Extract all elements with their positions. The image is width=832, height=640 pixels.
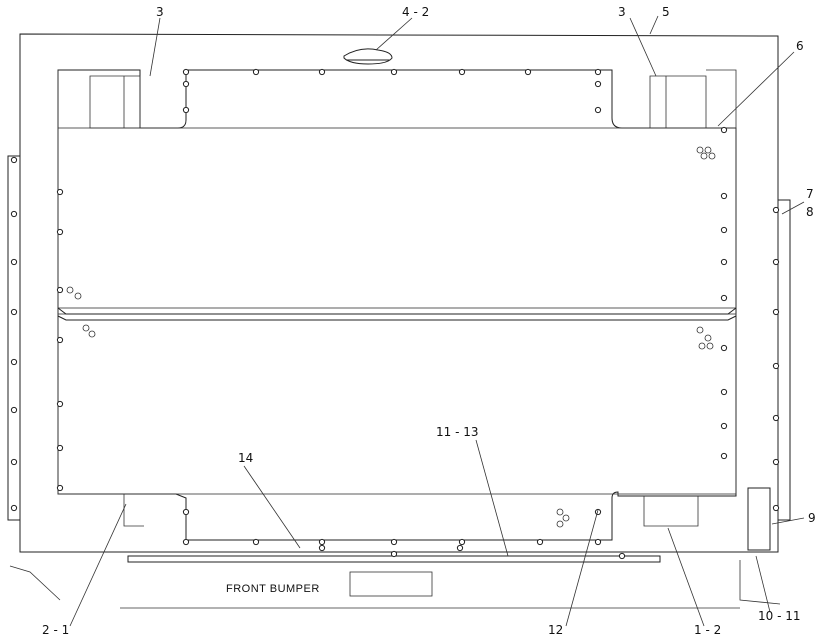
upper-panel	[57, 127, 737, 309]
bolt-icon	[56, 400, 64, 408]
hatch-upper-right	[696, 146, 716, 160]
bolt-icon	[56, 336, 64, 344]
callout-9: 9	[808, 511, 816, 525]
callout-1-2: 1 - 2	[694, 623, 721, 637]
callout-14: 14	[238, 451, 253, 465]
bolt-icon	[720, 452, 728, 460]
center-seam	[57, 307, 737, 321]
bolt-icon	[594, 538, 602, 546]
callout-7: 7	[806, 187, 814, 201]
bolt-icon	[10, 458, 18, 466]
bolt-icon	[772, 414, 780, 422]
leader-lines	[69, 15, 805, 627]
ground-line	[9, 560, 781, 609]
bolt-icon	[458, 68, 466, 76]
callout-12: 12	[548, 623, 563, 637]
callout-6: 6	[796, 39, 804, 53]
bolt-icon	[772, 206, 780, 214]
bolt-icon	[318, 544, 326, 552]
bolt-icon	[56, 228, 64, 236]
bolt-icon	[720, 226, 728, 234]
bolt-icon	[252, 68, 260, 76]
bolt-icon	[182, 80, 190, 88]
bumper-bar	[127, 555, 661, 563]
bumper-plate	[349, 571, 433, 597]
inner-opening-corners	[57, 69, 737, 494]
bolt-icon	[772, 258, 780, 266]
lower-panel	[57, 313, 737, 495]
inner-opening	[57, 69, 737, 541]
bolt-icon	[10, 406, 18, 414]
callout-4-2: 4 - 2	[402, 5, 429, 19]
right-side-rail	[777, 199, 791, 521]
bolt-icon	[182, 106, 190, 114]
callout-10-11: 10 - 11	[758, 609, 801, 623]
gusset-right	[649, 75, 707, 129]
callout-8: 8	[806, 205, 814, 219]
bolt-icon	[594, 80, 602, 88]
bolt-icon	[720, 126, 728, 134]
bolt-icon	[456, 544, 464, 552]
bolt-icon	[318, 68, 326, 76]
hatch-center-left	[66, 286, 96, 338]
bolt-icon	[182, 538, 190, 546]
hatch-lower	[556, 508, 570, 528]
bolt-icon	[56, 286, 64, 294]
bolt-icon	[56, 484, 64, 492]
bolt-icon	[594, 106, 602, 114]
left-side-rail	[7, 155, 21, 521]
bolt-icon	[10, 358, 18, 366]
bolt-icon	[10, 156, 18, 164]
lower-left-bracket	[123, 494, 144, 527]
right-bottom-bracket	[747, 487, 771, 551]
gusset-left	[89, 75, 141, 129]
bolt-icon	[56, 188, 64, 196]
hatch-right-mid	[696, 326, 714, 350]
bolt-icon	[536, 538, 544, 546]
bolt-icon	[252, 538, 260, 546]
callout-3-left: 3	[156, 5, 164, 19]
bolt-icon	[10, 504, 18, 512]
callout-3-right: 3	[618, 5, 626, 19]
callout-11-13: 11 - 13	[436, 425, 479, 439]
bolt-icon	[594, 68, 602, 76]
bolt-icon	[390, 538, 398, 546]
bolt-icon	[772, 504, 780, 512]
bolt-icon	[618, 552, 626, 560]
bolt-icon	[390, 68, 398, 76]
bolt-icon	[720, 422, 728, 430]
callout-5: 5	[662, 5, 670, 19]
bolt-icon	[772, 362, 780, 370]
bolt-icon	[458, 538, 466, 546]
bolt-icon	[182, 68, 190, 76]
bolt-icon	[720, 258, 728, 266]
bolt-icon	[720, 192, 728, 200]
front-bumper-caption: FRONT BUMPER	[226, 583, 320, 595]
bolt-icon	[10, 258, 18, 266]
bolt-icon	[10, 210, 18, 218]
bolt-icon	[182, 508, 190, 516]
bolt-group	[10, 68, 780, 560]
top-handle	[343, 48, 393, 65]
bolt-icon	[390, 550, 398, 558]
outer-frame	[19, 33, 779, 553]
bolt-icon	[10, 308, 18, 316]
lower-right-bracket	[643, 496, 699, 527]
bolt-icon	[524, 68, 532, 76]
callout-2-1: 2 - 1	[42, 623, 69, 637]
bolt-icon	[720, 388, 728, 396]
bolt-icon	[720, 294, 728, 302]
bolt-icon	[720, 344, 728, 352]
bolt-icon	[56, 444, 64, 452]
bolt-icon	[318, 538, 326, 546]
bolt-icon	[772, 458, 780, 466]
bolt-icon	[772, 308, 780, 316]
